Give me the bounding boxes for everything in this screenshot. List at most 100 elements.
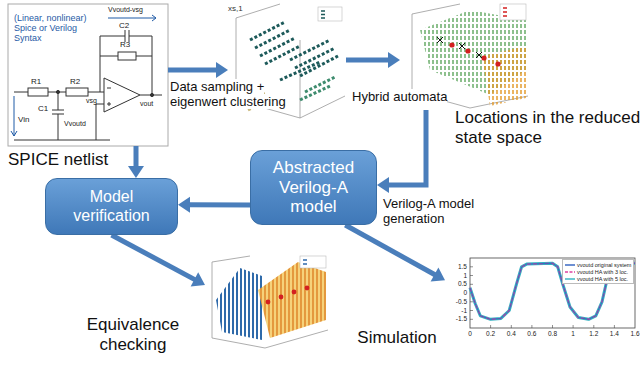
axis-tick-label: 0.5 — [446, 280, 467, 287]
arrow-shaft — [346, 58, 389, 63]
schematic-label: Vvoutd-vsg — [108, 6, 143, 14]
center-dot — [449, 42, 454, 47]
circuit-schematic — [8, 4, 168, 146]
legend-line — [565, 271, 575, 272]
axis-tick-label: 1 — [563, 330, 583, 337]
simulation-plot — [470, 258, 635, 328]
arrowhead — [377, 177, 389, 193]
arrow-shaft — [345, 225, 435, 275]
equivalence-plot — [212, 256, 328, 348]
plot-axes — [212, 256, 328, 348]
data-cluster — [250, 22, 338, 80]
edge-label: Data sampling + eigenwert clustering — [170, 80, 304, 110]
schematic-label: R1 — [31, 78, 41, 87]
edge-label: Hybrid automata — [352, 90, 460, 105]
legend-line — [565, 264, 575, 265]
axis-tick-label: 0.2 — [481, 330, 501, 337]
waveform — [470, 263, 635, 319]
axis-tick-label: 1.5 — [446, 263, 467, 270]
voltage-arrow — [11, 96, 17, 136]
equivalence-plot: Equivalence checking — [205, 255, 330, 350]
legend-text: vvoutd HA with 3 loc. — [577, 269, 628, 275]
axis-tick-label: 0 — [460, 330, 480, 337]
arrow-shaft — [168, 68, 217, 73]
junction-dot — [150, 93, 153, 96]
plot-legend-marks — [503, 8, 507, 16]
center-dot — [465, 48, 470, 53]
resistor-symbol — [66, 88, 88, 96]
axis-tick-label: 1.6 — [625, 330, 642, 337]
flow-arrow — [346, 52, 400, 68]
center-dot — [481, 55, 486, 60]
process-box: Model verification — [45, 178, 178, 235]
schematic-label: vout — [140, 100, 153, 108]
legend-line-sample — [565, 269, 575, 275]
data-points — [300, 77, 335, 100]
location-region — [482, 46, 526, 106]
edge-label-text: Hybrid automata — [352, 89, 447, 104]
arrow-shaft — [112, 235, 196, 280]
waveform — [470, 263, 635, 319]
region-surface — [258, 262, 326, 338]
axis-tick-label: -0.5 — [446, 298, 467, 305]
flow-arrow — [128, 146, 144, 178]
arrow-shaft — [189, 202, 250, 207]
legend-row: vvoutd HA with 3 loc. — [565, 268, 631, 275]
schematic-label: vsg — [86, 97, 97, 105]
schematic-label: R3 — [120, 41, 130, 50]
opamp-symbol — [104, 78, 140, 112]
schematic-frame — [8, 4, 168, 146]
legend-line-sample — [565, 276, 575, 282]
plot-legend-box — [318, 7, 342, 21]
arrow-shaft — [388, 110, 426, 185]
resistor-symbol — [118, 52, 136, 60]
check-points — [266, 286, 310, 305]
flow-arrow — [178, 197, 250, 213]
opamp-pins — [107, 88, 111, 106]
edge-label-text: Verilog-A model generation — [383, 196, 474, 226]
schematic-label: R2 — [70, 78, 80, 87]
plot-legend-box — [300, 256, 326, 268]
cross-markers — [437, 37, 482, 58]
box-label: Model verification — [54, 188, 169, 225]
waveform — [470, 263, 635, 319]
axis-tick-label: -1.5 — [446, 315, 467, 322]
legend-line-sample — [565, 262, 575, 268]
caption-text: Simulation — [353, 328, 441, 348]
wire — [100, 36, 152, 95]
arrowhead — [128, 166, 144, 178]
axis-tick-label: 0.4 — [501, 330, 521, 337]
caption-text: Equivalence checking — [69, 315, 197, 354]
box-label: Abstracted Verilog-A model — [259, 158, 368, 217]
schematic-label: (Linear, nonlinear) Spice or Verilog Syn… — [14, 14, 104, 44]
axis-tick-label: -1 — [446, 307, 467, 314]
location-centers — [449, 42, 500, 66]
arrowhead — [388, 52, 400, 68]
axis-tick-label: 0 — [446, 289, 467, 296]
axis-tick-label: 1 — [446, 272, 467, 279]
resistor-symbol — [28, 88, 48, 96]
ground-wire — [14, 104, 110, 140]
data-points — [250, 22, 338, 80]
legend-text: vvoutd HA with 5 loc. — [577, 276, 628, 282]
flow-arrow — [112, 235, 206, 286]
plot-frame — [470, 258, 635, 328]
check-dot — [292, 290, 297, 295]
schematic-label: C1 — [38, 105, 48, 114]
flow-arrow — [168, 62, 228, 78]
check-dot — [305, 286, 310, 291]
region-surface — [216, 268, 262, 340]
flow-arrow — [345, 225, 445, 282]
axis-tick-label: 1.4 — [604, 330, 624, 337]
capacitor-symbol — [52, 92, 64, 140]
axis-tick-label: 0.8 — [543, 330, 563, 337]
caption-text: Locations in the reduced state space — [455, 108, 641, 147]
caption-text: SPICE netlist — [8, 150, 138, 170]
legend-row: vvoutd HA with 5 loc. — [565, 275, 631, 282]
caption-text: xs,1 — [228, 4, 250, 13]
plot-legend-marks — [321, 11, 325, 18]
edge-label: Verilog-A model generation — [383, 197, 495, 227]
legend-text: vvoutd original system — [577, 262, 631, 268]
schematic-label: Vin — [18, 116, 29, 125]
